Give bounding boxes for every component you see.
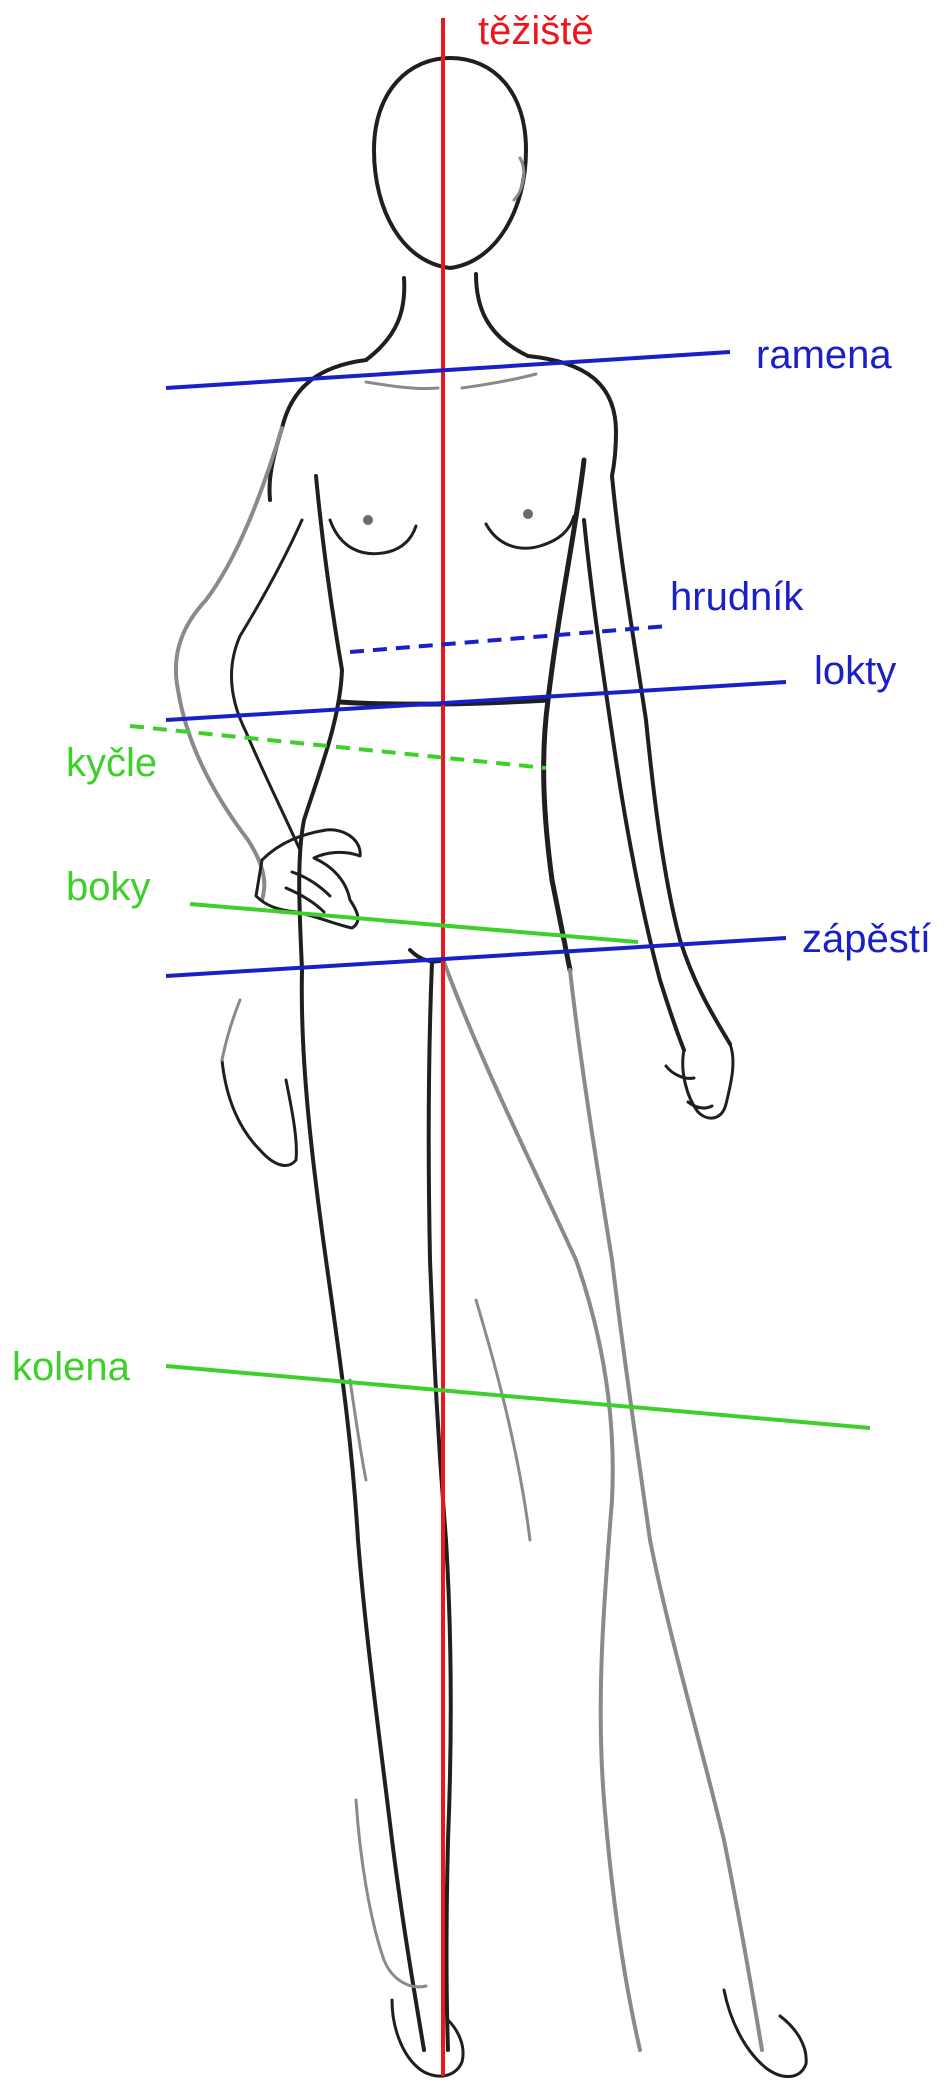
collarbone-right	[462, 374, 536, 388]
shoulders-label: ramena	[756, 333, 892, 377]
guide-lines	[130, 18, 870, 2076]
wrist-left-lower	[222, 1060, 296, 1165]
fingers-right	[666, 1066, 712, 1108]
fingers-left	[286, 872, 330, 912]
shoulder-right	[528, 356, 616, 476]
guide-labels: těžiště ramena hrudník lokty kyčle boky …	[12, 9, 931, 1389]
chest-left	[330, 520, 416, 554]
forearm-left-lower	[222, 1000, 240, 1060]
arm-left-inner	[231, 520, 302, 850]
torso-left	[299, 476, 342, 970]
neck-left	[366, 278, 404, 360]
nipple-right	[523, 509, 533, 519]
torso-right	[544, 460, 584, 970]
leg-right-inner	[444, 962, 640, 2050]
chest-label: hrudník	[670, 575, 804, 619]
chest-line	[350, 626, 668, 652]
elbows-label: lokty	[814, 649, 896, 693]
elbows-line	[166, 682, 786, 720]
shin-shadow	[476, 1300, 530, 1540]
arm-right-inner	[584, 520, 684, 1050]
collarbone-left	[366, 382, 438, 389]
shoulders-line	[166, 352, 730, 388]
chest-right	[486, 516, 574, 548]
hip-joint-label: kyčle	[66, 741, 157, 785]
neck-right	[476, 274, 528, 356]
leg-left-inner	[429, 962, 451, 2050]
arm-left-outer	[176, 428, 282, 900]
foot-right	[724, 1990, 806, 2077]
nipple-left	[363, 515, 373, 525]
figure-sketch	[176, 58, 806, 2077]
hips-line	[190, 904, 638, 942]
head-outline	[374, 58, 526, 268]
hips-label: boky	[66, 865, 151, 909]
leg-left-outer	[302, 970, 424, 2050]
knees-label: kolena	[12, 1345, 131, 1389]
leg-right-outer	[570, 970, 762, 2050]
center-of-gravity-label: těžiště	[478, 9, 594, 53]
arm-right-outer	[612, 476, 730, 1044]
foot-left	[392, 2000, 463, 2076]
knees-line	[166, 1366, 870, 1428]
wrists-label: zápěstí	[802, 917, 931, 961]
